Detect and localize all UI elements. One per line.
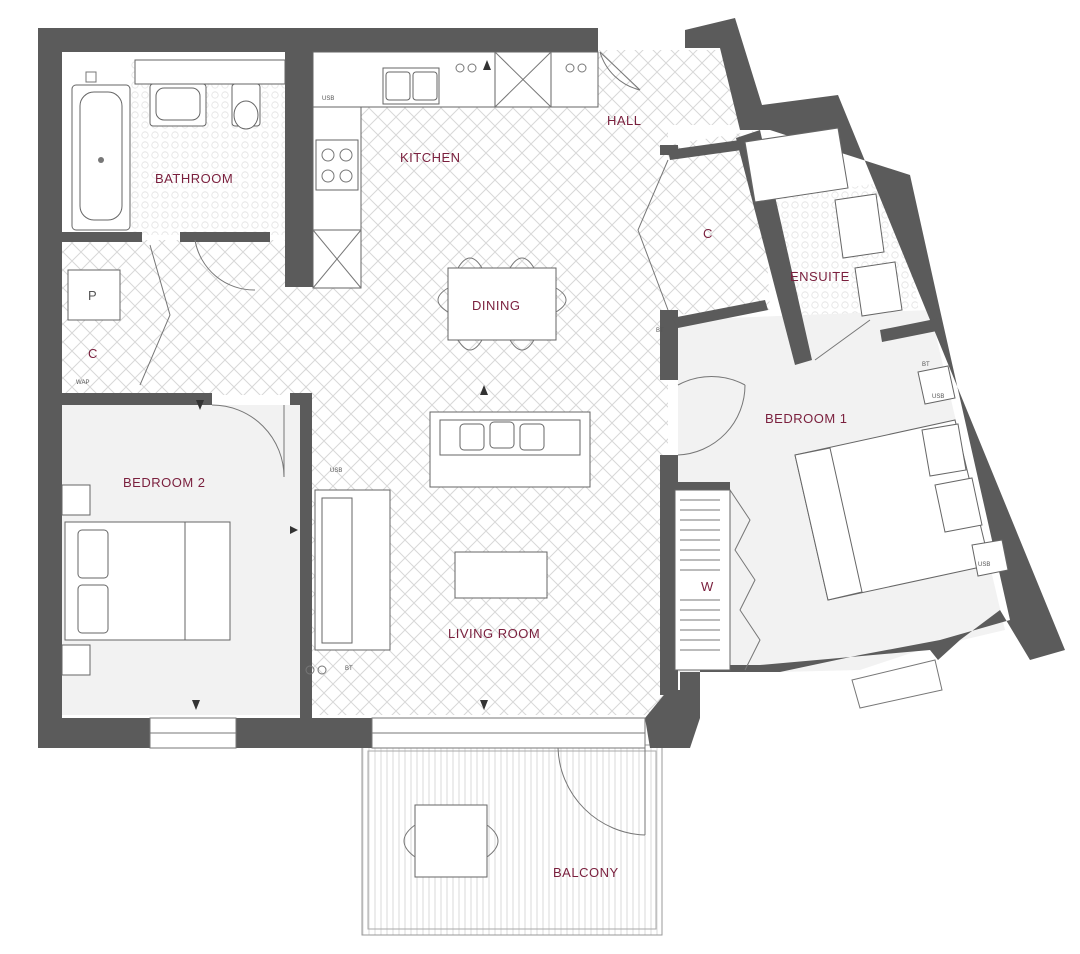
bt-tag: BT — [656, 328, 664, 334]
living-room-label: LIVING ROOM — [448, 626, 540, 641]
bedside-table-icon — [61, 484, 91, 516]
socket-icon — [455, 63, 465, 73]
table-icon — [447, 267, 557, 341]
wardrobe-label: W — [701, 579, 714, 594]
window-icon — [851, 659, 943, 709]
bedroom-2-label: BEDROOM 2 — [123, 475, 206, 490]
bifold-door-icon — [637, 159, 669, 311]
wardrobe — [674, 489, 761, 671]
bifold-door-icon — [139, 244, 171, 386]
usb-tag: USB — [932, 394, 944, 400]
table-icon — [414, 804, 488, 878]
door-swing-icon — [557, 747, 646, 836]
hob-icon — [315, 139, 359, 191]
socket-icon — [305, 665, 315, 675]
sink-icon — [834, 193, 885, 259]
left-cupboard-label: C — [88, 346, 98, 361]
ensuite-label: ENSUITE — [790, 269, 850, 284]
bedroom-2-furniture — [61, 400, 298, 710]
door-swing-icon — [194, 239, 256, 291]
chair-icon — [403, 824, 416, 858]
windows — [149, 659, 943, 749]
socket-icon — [565, 63, 575, 73]
toilet-icon — [854, 261, 903, 317]
usb-tag: USB — [978, 562, 990, 568]
hall-cupboard-floor — [668, 130, 770, 315]
shower-tray-icon — [744, 127, 849, 203]
balcony-furniture — [403, 804, 499, 878]
walls — [38, 18, 1065, 748]
socket-icon — [467, 63, 477, 73]
bathroom-fixtures — [71, 59, 286, 231]
balcony-label: BALCONY — [553, 865, 619, 880]
bt-tag: BT — [922, 362, 930, 368]
bedside-table-icon — [61, 644, 91, 676]
hall-doors — [139, 51, 669, 836]
balcony-floor — [361, 744, 663, 936]
kitchen-label: KITCHEN — [400, 150, 461, 165]
door-swing-icon — [599, 51, 641, 91]
kitchen-fixtures — [312, 51, 599, 289]
usb-tag: USB — [322, 96, 334, 102]
bedside-table-icon — [917, 365, 956, 405]
door-swing-icon — [211, 404, 285, 478]
usb-tag: USB — [330, 468, 342, 474]
chair-icon — [437, 257, 567, 351]
plant-box — [67, 269, 121, 321]
hall-cupboard-label: C — [703, 226, 713, 241]
bedroom-1-furniture — [677, 365, 1009, 601]
socket-icon — [577, 63, 587, 73]
bedside-table-icon — [971, 539, 1009, 577]
hanger-lines — [680, 499, 720, 651]
bathroom-label: BATHROOM — [155, 171, 233, 186]
bedroom-1-label: BEDROOM 1 — [765, 411, 848, 426]
bifold-door-icon — [729, 489, 761, 671]
ensuite-fixtures — [744, 127, 903, 361]
bt-tag: BT — [345, 666, 353, 672]
room-labels: BATHROOM KITCHEN HALL C ENSUITE DINING P… — [88, 113, 850, 880]
kitchen-counter-top — [312, 51, 599, 108]
wap-tag: WAP — [76, 380, 89, 386]
dining-set — [437, 257, 567, 351]
door-swing-icon — [814, 319, 871, 361]
living-furniture — [314, 385, 591, 710]
door-swing-icon — [677, 376, 746, 386]
socket-tags: USB USB BT WAP BT BT USB USB — [76, 63, 990, 675]
living-kitchen-floor — [305, 50, 740, 715]
socket-icon — [317, 665, 327, 675]
hall-label: HALL — [607, 113, 642, 128]
chair-icon — [486, 824, 499, 858]
coffee-table-icon — [454, 551, 548, 599]
dining-label: DINING — [472, 298, 521, 313]
plant-label: P — [88, 288, 97, 303]
left-cupboard — [67, 269, 121, 321]
